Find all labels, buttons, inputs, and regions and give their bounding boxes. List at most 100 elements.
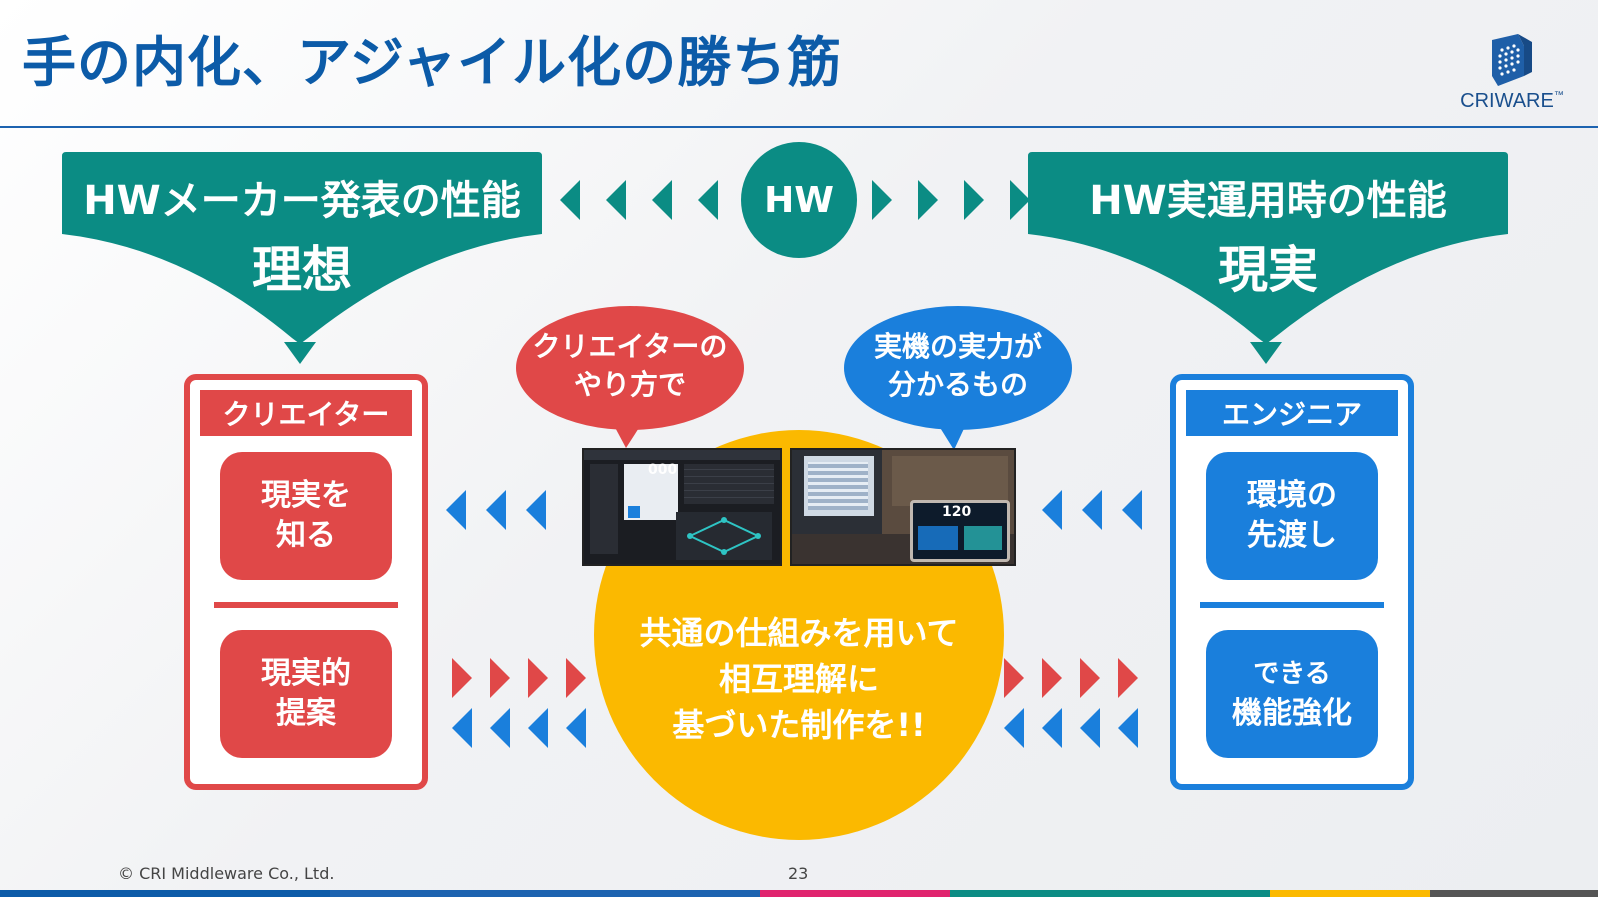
tool-graph <box>676 512 772 560</box>
left-arrow-icon <box>1082 490 1102 530</box>
left-arrow-icon <box>1042 490 1062 530</box>
creator-way-bubble-shape <box>516 306 744 448</box>
footer-copyright: © CRI Middleware Co., Ltd. <box>118 864 335 883</box>
creator-item-know-reality: 現実を 知る <box>220 452 392 580</box>
real-capability-text: 実機の実力が 分かるもの <box>842 328 1074 404</box>
engineer-item-feature-enhance: できる 機能強化 <box>1206 630 1378 758</box>
real-capability-bubble: 実機の実力が 分かるもの <box>842 302 1074 452</box>
creator-item1-line1: 現実を <box>261 478 351 513</box>
creator-item-realistic-proposal: 現実的 提案 <box>220 630 392 758</box>
left-arrow-icon <box>566 708 586 748</box>
ideal-banner-shape <box>62 152 542 364</box>
engineer-item1-line2: 先渡し <box>1247 518 1337 553</box>
right-arrow-icon <box>1042 658 1062 698</box>
creator-item2-line1: 現実的 <box>261 656 351 691</box>
creator-item1-line2: 知る <box>276 518 336 553</box>
left-arrow-icon <box>560 180 580 220</box>
creator-way-line2: やり方で <box>573 368 686 401</box>
real-banner-shape <box>1028 152 1508 364</box>
right-arrow-icon <box>1004 658 1024 698</box>
engineer-item-env-provision: 環境の 先渡し <box>1206 452 1378 580</box>
engineer-panel: エンジニア 環境の 先渡し できる 機能強化 <box>1170 374 1414 790</box>
footer-bar-grey <box>1430 890 1598 897</box>
real-subtitle: HW実運用時の性能 <box>1089 178 1447 224</box>
creator-way-line1: クリエイターの <box>532 330 728 363</box>
left-arrow-icon <box>490 708 510 748</box>
logo-text: CRIWARE™ <box>1452 90 1572 113</box>
engineer-item2-line2: 機能強化 <box>1232 696 1352 731</box>
logo-wordmark: CRIWARE <box>1460 90 1554 112</box>
left-arrow-icon <box>652 180 672 220</box>
logo-tm: ™ <box>1553 90 1564 101</box>
criware-logo-icon <box>1492 34 1532 86</box>
left-arrow-icon <box>452 708 472 748</box>
title-rule <box>0 126 1598 128</box>
ideal-headline: 理想 <box>252 241 352 299</box>
right-arrow-icon <box>566 658 586 698</box>
creator-panel: クリエイター 現実を 知る 現実的 提案 <box>184 374 428 790</box>
ideal-banner: HWメーカー発表の性能 理想 <box>62 152 542 366</box>
creator-item2-line2: 提案 <box>276 696 336 731</box>
left-arrow-icon <box>486 490 506 530</box>
left-arrow-icon <box>526 490 546 530</box>
left-arrow-icon-group <box>560 180 718 220</box>
creator-divider <box>214 602 398 608</box>
creator-way-text: クリエイターの やり方で <box>514 328 746 404</box>
right-arrow-icon <box>1010 180 1030 220</box>
tool-screenshot: 000 <box>582 448 782 566</box>
real-capability-bubble-shape <box>844 306 1072 450</box>
right-arrow-icon <box>1080 658 1100 698</box>
left-arrow-icon <box>1080 708 1100 748</box>
slide-title: 手の内化、アジャイル化の勝ち筋 <box>22 31 843 94</box>
footer-bar-blue <box>0 890 330 897</box>
center-line2: 相互理解に <box>718 660 879 698</box>
arrows-engineer-to-center <box>1004 708 1138 748</box>
footer-bar-yellow <box>1270 890 1430 897</box>
right-arrow-icon <box>1118 658 1138 698</box>
criware-logo: CRIWARE™ <box>1452 32 1572 118</box>
engineer-divider <box>1200 602 1384 608</box>
right-arrow-icon <box>490 658 510 698</box>
left-arrow-icon <box>528 708 548 748</box>
footer-bar-teal <box>950 890 1270 897</box>
arrows-to-creator <box>446 490 546 530</box>
footer-bar-pink <box>760 890 950 897</box>
engineer-header: エンジニア <box>1186 390 1398 436</box>
arrows-creator-to-center <box>452 658 586 698</box>
real-headline: 現実 <box>1218 241 1318 299</box>
right-arrow-icon <box>918 180 938 220</box>
left-arrow-icon <box>606 180 626 220</box>
right-arrow-icon <box>872 180 892 220</box>
ideal-subtitle: HWメーカー発表の性能 <box>83 178 521 224</box>
left-arrow-icon <box>446 490 466 530</box>
right-arrow-icon <box>528 658 548 698</box>
center-line3: 基づいた制作を!! <box>672 706 926 744</box>
footer-bar-blue2 <box>330 890 760 897</box>
real-banner: HW実運用時の性能 現実 <box>1028 152 1508 366</box>
left-arrow-icon <box>698 180 718 220</box>
creator-way-bubble: クリエイターの やり方で <box>514 302 746 450</box>
hardware-readout: 120 <box>942 504 972 520</box>
arrows-center-to-engineer <box>1004 658 1138 698</box>
hardware-photo: 120 <box>790 448 1016 566</box>
engineer-item2-line1: できる <box>1253 659 1331 689</box>
left-arrow-icon <box>1004 708 1024 748</box>
left-arrow-icon <box>1118 708 1138 748</box>
hw-circle: HW <box>741 142 857 258</box>
engineer-item1-line1: 環境の <box>1247 478 1337 513</box>
right-arrow-icon-group <box>872 180 1030 220</box>
tool-readout: 000 <box>648 462 678 478</box>
right-arrow-icon <box>964 180 984 220</box>
center-message: 共通の仕組みを用いて 相互理解に 基づいた制作を!! <box>594 610 1004 748</box>
right-arrow-icon <box>452 658 472 698</box>
arrows-center-to-creator <box>452 708 586 748</box>
real-capability-line2: 分かるもの <box>887 368 1028 401</box>
center-line1: 共通の仕組みを用いて <box>639 614 959 652</box>
creator-header: クリエイター <box>200 390 412 436</box>
page-number: 23 <box>788 864 809 883</box>
left-arrow-icon <box>1122 490 1142 530</box>
left-arrow-icon <box>1042 708 1062 748</box>
arrows-from-engineer <box>1042 490 1142 530</box>
real-capability-line1: 実機の実力が <box>873 330 1042 363</box>
